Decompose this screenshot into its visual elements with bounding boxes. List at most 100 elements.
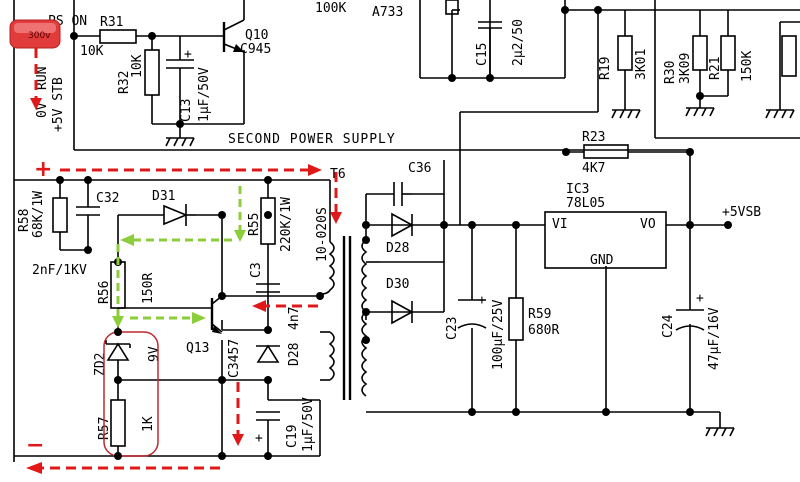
- partial-resistor-value: 100K: [315, 1, 346, 16]
- capacitor-c15: [478, 21, 502, 78]
- resistor-r59: [508, 297, 524, 341]
- r58-value: 68K/1W: [31, 191, 46, 238]
- primary-wiring: [14, 179, 331, 457]
- ic3-pin-gnd: GND: [590, 253, 614, 268]
- run-label: RUN: [35, 67, 50, 90]
- secondary-wiring: [365, 160, 728, 428]
- r31-value: 10K: [80, 44, 104, 59]
- stb-label: +5V STB: [51, 77, 66, 132]
- ground-symbol: [765, 100, 795, 119]
- r55-label: R55: [247, 213, 262, 236]
- partial-transistor-type: A733: [372, 5, 403, 20]
- c24-label: C24: [661, 314, 676, 338]
- regulator-ic3: [544, 211, 667, 269]
- diode-d28-top: [391, 212, 414, 238]
- ground-symbol: [705, 427, 735, 437]
- polarity-plus: +: [34, 157, 52, 182]
- zener-diode-zd2: [105, 340, 131, 380]
- polarity-minus: −: [26, 433, 44, 458]
- r23-label: R23: [582, 130, 605, 145]
- d28-top-label: D28: [386, 241, 409, 256]
- c3-label: C3: [249, 262, 264, 278]
- resistor-r21: [720, 35, 736, 71]
- r32-value: 10K: [130, 54, 145, 78]
- voltage-badge: [9, 19, 61, 49]
- r56-label: R56: [97, 281, 112, 304]
- c23-plus: +: [478, 293, 486, 308]
- r59-value: 680R: [528, 323, 559, 338]
- capacitor-c13: [166, 59, 194, 96]
- d30-label: D30: [386, 277, 409, 292]
- transformer-t6: [319, 236, 368, 400]
- r21-label: R21: [708, 57, 723, 80]
- d31-label: D31: [152, 189, 175, 204]
- c32-value: 2nF/1KV: [32, 263, 87, 278]
- r59-label: R59: [528, 307, 551, 322]
- capacitor-c23: [457, 299, 487, 329]
- resistor-r19: [617, 35, 633, 71]
- diode-d30: [391, 299, 414, 325]
- transistor-q10: [222, 19, 245, 53]
- resistor-r23: [583, 144, 629, 159]
- r57-value: 1K: [141, 416, 156, 432]
- c19-label: C19: [285, 425, 300, 448]
- c24-value: 47µF/16V: [707, 307, 722, 370]
- capacitor-c36: [393, 182, 412, 206]
- r23-value: 4K7: [582, 161, 605, 176]
- junction-dots: [56, 6, 732, 460]
- c23-label: C23: [445, 317, 460, 340]
- c3-value: 4n7: [287, 307, 302, 330]
- output-label: +5VSB: [722, 205, 761, 220]
- resistor-r30: [692, 35, 708, 71]
- transistor-q13: [210, 295, 223, 334]
- zd2-value: 9V: [147, 346, 162, 362]
- d28-lower-label: D28: [287, 343, 302, 366]
- ground-symbol: [611, 100, 641, 119]
- r55-value: 220K/1W: [279, 197, 294, 252]
- r56-value: 150R: [141, 273, 156, 304]
- r21-value: 150K: [740, 51, 755, 82]
- c23-value: 100µF/25V: [491, 299, 506, 370]
- c13-value: 1µF/50V: [197, 67, 212, 122]
- q10-label: Q10: [245, 28, 268, 43]
- c32-label: C32: [96, 191, 119, 206]
- c19-value: 1µF/50V: [301, 397, 316, 452]
- q13-type: C3457: [227, 339, 242, 378]
- feedback-path-arrows: [112, 186, 246, 328]
- partial-resistor-right: [781, 35, 797, 77]
- partial-resistor: [445, 0, 459, 15]
- ic3-type: 78L05: [566, 196, 605, 211]
- highlight-box: [103, 331, 159, 457]
- capacitor-c19: [256, 411, 280, 421]
- r19-label: R19: [598, 57, 613, 80]
- resistor-r55: [260, 197, 276, 245]
- c19-plus: +: [255, 431, 263, 446]
- c36-label: C36: [408, 161, 431, 176]
- c15-value: 2µ2/50: [511, 19, 526, 66]
- r19-value: 3K01: [634, 49, 649, 80]
- ic3-label: IC3: [566, 182, 589, 197]
- ic3-pin-vi: VI: [552, 217, 568, 232]
- diode-d31: [163, 204, 196, 226]
- zd2-label: ZD2: [93, 353, 108, 376]
- page-title: SECOND POWER SUPPLY: [228, 132, 396, 147]
- resistor-r57: [110, 399, 126, 447]
- c13-plus: +: [184, 47, 192, 62]
- r30-value: 3K09: [678, 53, 693, 84]
- ic3-pin-vo: VO: [640, 217, 656, 232]
- resistor-r58: [52, 197, 68, 233]
- capacitor-c24: [675, 309, 705, 331]
- c24-plus: +: [696, 291, 704, 306]
- r31-label: R31: [100, 15, 123, 30]
- q13-label: Q13: [186, 341, 209, 356]
- c13-label: C13: [179, 99, 194, 122]
- r58-label: R58: [17, 209, 32, 232]
- current-path-arrows: [26, 48, 342, 474]
- voltage-badge-text: 300v: [28, 31, 51, 41]
- resistor-r31: [99, 29, 137, 44]
- c15-label: C15: [475, 43, 490, 66]
- resistor-r32: [144, 49, 160, 96]
- diode-d28-lower: [256, 344, 280, 363]
- r32-label: R32: [117, 71, 132, 94]
